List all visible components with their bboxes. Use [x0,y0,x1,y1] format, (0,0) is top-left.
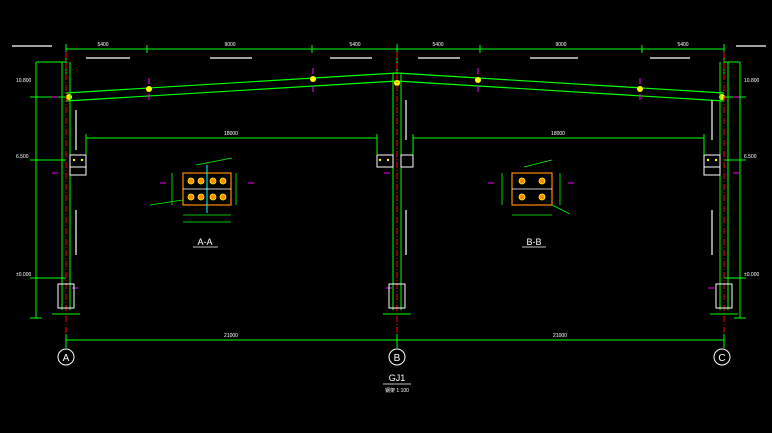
axis-label-a: A [63,353,70,364]
bay-span-left: 21000 [224,333,238,339]
right-elevation-labels: 10.800 6.500 ±0.000 [744,78,760,278]
section-cut-marks [52,68,739,289]
splice-marker [146,86,152,92]
dim-top-6: 5400 [677,42,688,48]
crane-brackets [69,154,721,176]
elevation-right-top: 10.800 [744,78,760,84]
crane-span-left: 18000 [224,131,238,137]
rafter-splice-markers [66,76,725,100]
roof-rafter [65,72,725,102]
dim-top-1: 5400 [97,42,108,48]
detail-a-a: A-A [149,157,254,248]
crane-span-labels: 18000 18000 [224,131,565,137]
detail-title-b-b: B-B [526,237,541,247]
column-annotation-stubs [75,100,713,255]
crane-bracket-bolts [72,158,718,162]
rafter-annotation-stubs [12,45,766,59]
splice-marker [310,76,316,82]
detail-b-bolts [518,177,546,201]
detail-title-a-a: A-A [197,237,212,247]
dim-top-2: 9000 [224,42,235,48]
bottom-span-labels: 21000 21000 [224,333,567,339]
axis-bubble-c: C [713,348,731,366]
detail-a-bolts [187,177,227,201]
elevation-right-mid: 6.500 [744,154,757,160]
column-a [61,52,71,340]
splice-marker [637,86,643,92]
bottom-span-dims [65,334,725,348]
axis-label-c: C [718,353,725,364]
frame-title: GJ1 [389,373,406,383]
bay-span-right: 21000 [553,333,567,339]
dim-top-4: 5400 [432,42,443,48]
top-dimension-labels: 5400 9000 5400 5400 9000 5400 [97,42,688,48]
axis-bubble-b: B [388,348,406,366]
column-c [719,52,729,340]
splice-marker [475,77,481,83]
elevation-left-base: ±0.000 [16,272,31,278]
splice-marker [66,94,72,100]
elevation-left-mid: 6.500 [16,154,29,160]
elevation-left-top: 10.800 [16,78,32,84]
right-elevation-dims [724,61,746,319]
left-elevation-labels: 10.800 6.500 ±0.000 [16,78,32,278]
axis-bubble-a: A [57,348,75,366]
frame-subtitle: 钢架 1:100 [385,387,409,394]
crane-span-dims [85,134,705,155]
column-b [392,52,402,340]
elevation-right-base: ±0.000 [744,272,759,278]
top-dimension-chain [65,44,725,75]
dim-top-5: 9000 [555,42,566,48]
crane-span-right: 18000 [551,131,565,137]
detail-b-b: B-B [488,159,574,248]
axis-label-b: B [394,353,401,364]
drawing-title-block: GJ1 钢架 1:100 [383,373,411,394]
left-elevation-dims [30,61,66,319]
dim-top-3: 5400 [349,42,360,48]
column-bases [57,283,733,309]
